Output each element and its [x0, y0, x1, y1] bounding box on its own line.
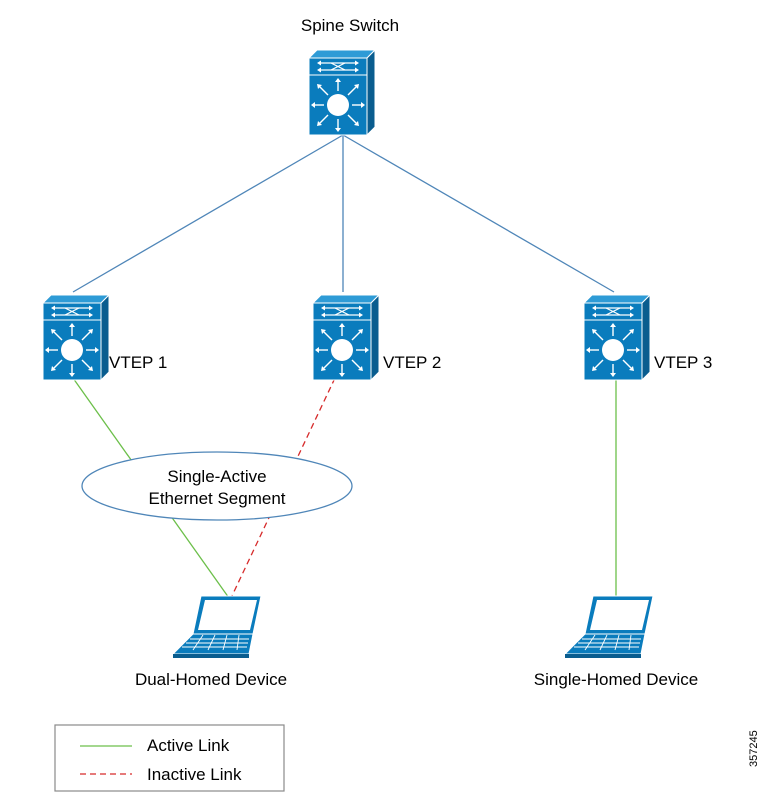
dual-homed-device: Dual-Homed Device — [135, 595, 287, 689]
vtep-3-label: VTEP 3 — [654, 353, 712, 372]
vtep-3: VTEP 3 — [583, 294, 712, 381]
vtep-1: VTEP 1 — [42, 294, 167, 381]
switch-icon — [583, 294, 651, 381]
spine-switch-label: Spine Switch — [301, 16, 399, 35]
single-homed-device: Single-Homed Device — [534, 595, 698, 689]
vtep-1-label: VTEP 1 — [109, 353, 167, 372]
spine-switch: Spine Switch — [301, 16, 399, 136]
legend-inactive-label: Inactive Link — [147, 765, 242, 784]
switch-icon — [42, 294, 110, 381]
switch-icon — [312, 294, 380, 381]
legend: Active Link Inactive Link — [54, 724, 285, 792]
single-homed-device-label: Single-Homed Device — [534, 670, 698, 689]
segment-ellipse — [81, 451, 353, 521]
legend-active-label: Active Link — [147, 736, 230, 755]
laptop-icon — [172, 595, 262, 659]
ethernet-segment: Single-Active Ethernet Segment — [81, 451, 353, 521]
uplinks — [72, 134, 615, 293]
legend-box — [54, 724, 285, 792]
dual-homed-device-label: Dual-Homed Device — [135, 670, 287, 689]
laptop-icon — [564, 595, 654, 659]
vtep-2: VTEP 2 — [312, 294, 441, 381]
uplink-vtep1 — [72, 134, 344, 293]
segment-label-line1: Single-Active — [167, 467, 266, 486]
vtep-2-label: VTEP 2 — [383, 353, 441, 372]
figure-id: 357245 — [748, 730, 760, 767]
segment-label-line2: Ethernet Segment — [148, 489, 285, 508]
uplink-vtep3 — [342, 134, 615, 293]
switch-icon — [308, 49, 376, 136]
